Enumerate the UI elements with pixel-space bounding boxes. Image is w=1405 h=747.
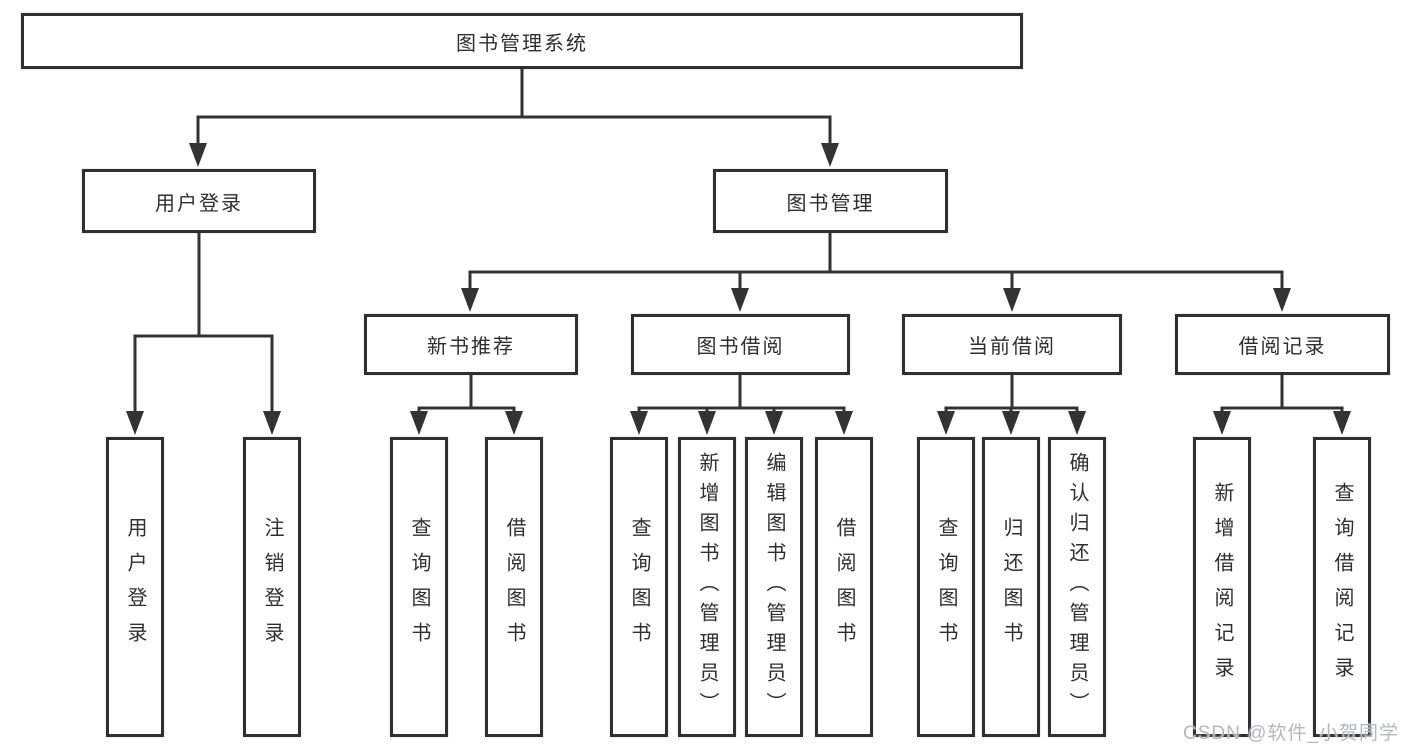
node-label: 编辑图书（管理员） — [763, 452, 785, 722]
node-library-management-system: 图书管理系统 — [21, 13, 1023, 69]
connector-records-children — [1220, 375, 1344, 413]
leaf-query-borrow-record: 查询借阅记录 — [1313, 437, 1371, 737]
node-user-login: 用户登录 — [82, 169, 316, 233]
node-label: 图书借阅 — [696, 336, 785, 358]
arrow-to-user-login — [189, 143, 207, 167]
node-label: 新书推荐 — [427, 336, 515, 358]
node-borrowing-records: 借阅记录 — [1175, 314, 1390, 375]
connector-newrec-children — [417, 375, 516, 413]
node-label: 借阅图书 — [833, 517, 855, 657]
leaf-query-books-3: 查询图书 — [917, 437, 975, 737]
leaf-edit-books-admin: 编辑图书（管理员） — [745, 437, 803, 737]
node-label: 归还图书 — [1000, 517, 1022, 657]
node-label: 用户登录 — [124, 517, 146, 657]
leaf-add-borrow-record: 新增借阅记录 — [1193, 437, 1251, 737]
leaf-query-books-2: 查询图书 — [610, 437, 668, 737]
connector-currentborrow-children — [944, 375, 1079, 413]
node-label: 图书管理 — [786, 192, 875, 215]
arrow-to-login-leaf — [126, 411, 144, 435]
leaf-borrow-books-2: 借阅图书 — [815, 437, 873, 737]
node-current-borrowing: 当前借阅 — [902, 314, 1122, 375]
connector-bookmgmt-to-level3 — [468, 233, 1284, 290]
arrow-to-logout-leaf — [263, 411, 281, 435]
node-label: 查询图书 — [408, 517, 430, 657]
leaf-user-login: 用户登录 — [106, 437, 164, 737]
leaf-return-books: 归还图书 — [982, 437, 1040, 737]
node-label: 新增借阅记录 — [1211, 482, 1233, 692]
node-book-borrowing: 图书借阅 — [631, 314, 850, 375]
leaf-confirm-return-admin: 确认归还（管理员） — [1048, 437, 1106, 737]
node-label: 查询图书 — [628, 517, 650, 657]
leaf-logout: 注销登录 — [243, 437, 301, 737]
node-label: 注销登录 — [261, 517, 283, 657]
arrow-to-book-borrowing — [731, 288, 749, 312]
node-label: 借阅记录 — [1238, 336, 1327, 358]
arrow-to-book-management — [821, 143, 839, 167]
node-label: 用户登录 — [155, 192, 243, 215]
arrow-to-current-borrowing — [1003, 288, 1021, 312]
node-label: 查询图书 — [935, 517, 957, 657]
node-label: 借阅图书 — [503, 517, 525, 657]
connector-root-to-level2 — [196, 69, 832, 145]
arrow-to-new-book-rec — [461, 288, 479, 312]
leaf-query-books-1: 查询图书 — [390, 437, 448, 737]
node-book-management: 图书管理 — [713, 169, 948, 233]
csdn-watermark: CSDN @软件_小贺同学 — [1183, 723, 1399, 744]
leaf-borrow-books-1: 借阅图书 — [485, 437, 543, 737]
node-label: 当前借阅 — [968, 336, 1056, 358]
leaf-add-books-admin: 新增图书（管理员） — [678, 437, 736, 737]
node-label: 确认归还（管理员） — [1066, 452, 1088, 722]
connector-userlogin-children — [133, 233, 274, 413]
node-label: 图书管理系统 — [456, 32, 588, 55]
arrow-to-borrowing-records — [1273, 288, 1291, 312]
node-new-book-recommendation: 新书推荐 — [364, 314, 578, 375]
connector-bookborrow-children — [637, 375, 846, 413]
node-label: 新增图书（管理员） — [696, 452, 718, 722]
node-label: 查询借阅记录 — [1331, 482, 1353, 692]
